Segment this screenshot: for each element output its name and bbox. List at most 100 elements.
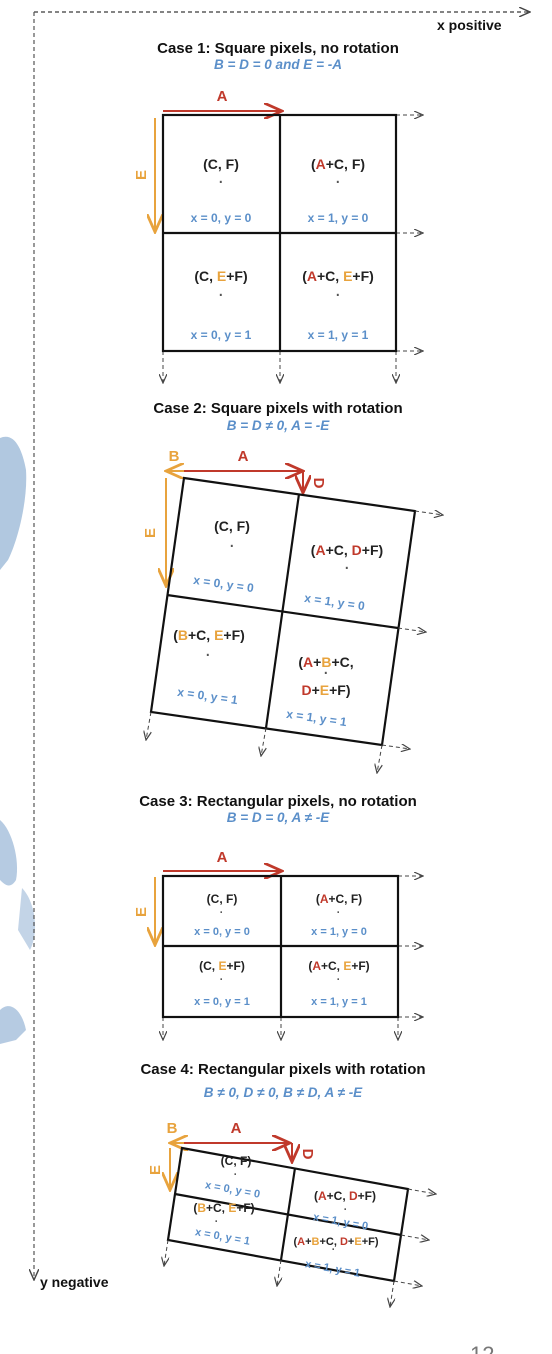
cell-coord: (A+C, E+F)	[302, 268, 374, 284]
coord-segment: E	[343, 959, 351, 973]
cell-coord: (C, F)	[203, 156, 239, 172]
case-1-title: Case 1: Square pixels, no rotation	[157, 40, 399, 57]
row-boundary-arrow	[393, 1281, 422, 1286]
cell-index: x = 0, y = 0	[204, 1179, 261, 1200]
cell-coord: (A+C, D+F)	[314, 1189, 376, 1203]
label-e: E	[142, 528, 159, 538]
coord-segment: E	[217, 268, 226, 284]
case-4: Case 4: Rectangular pixels with rotation…	[140, 1061, 436, 1307]
column-boundary-arrow	[390, 1280, 394, 1307]
cell-index: x = 0, y = 1	[194, 1226, 251, 1247]
cell-index: x = 0, y = 1	[177, 685, 239, 707]
pixel-center-dot: .	[219, 900, 223, 917]
case-4-condition: B ≠ 0, D ≠ 0, B ≠ D, A ≠ -E	[204, 1085, 363, 1100]
cell-coord: (B+C, E+F)	[173, 627, 245, 643]
cell-coord: (A+C, F)	[316, 892, 362, 906]
label-e: E	[133, 170, 150, 180]
coord-segment: +C,	[317, 268, 343, 284]
coord-segment: +	[312, 682, 320, 698]
coord-segment: (C, F)	[221, 1154, 252, 1168]
cell-coord: (A+C, F)	[311, 156, 365, 172]
coord-segment: E	[320, 682, 329, 698]
coord-segment: +F)	[329, 682, 350, 698]
label-d: D	[299, 1149, 316, 1160]
coord-segment: B	[312, 1236, 320, 1248]
cell-coord: (C, F)	[207, 892, 238, 906]
coord-segment: (C, F)	[207, 892, 238, 906]
coord-segment: (	[173, 627, 178, 643]
cell-index: x = 1, y = 1	[311, 996, 367, 1008]
label-a: A	[217, 849, 228, 866]
cell-index: x = 0, y = 0	[194, 926, 250, 938]
pixel-center-dot: .	[219, 967, 223, 984]
coord-segment: (	[316, 892, 320, 906]
coord-segment: (	[311, 156, 316, 172]
coord-segment: +C,	[326, 542, 352, 558]
cell-index: x = 1, y = 0	[312, 1211, 369, 1232]
case-2-condition: B = D ≠ 0, A = -E	[227, 418, 330, 433]
coord-segment: (	[293, 1236, 297, 1248]
column-boundary-arrow	[261, 727, 266, 756]
cell-coord: (C, F)	[214, 518, 250, 534]
cell-coord: (A+C, D+F)	[311, 542, 383, 558]
cell-coord: (C, E+F)	[194, 268, 247, 284]
cell-coord: (C, E+F)	[199, 959, 245, 973]
coord-segment: (	[298, 654, 303, 670]
coord-segment: B	[178, 627, 188, 643]
coord-segment: A	[297, 1236, 305, 1248]
x-axis-label: x positive	[437, 17, 502, 33]
coord-segment: E	[214, 627, 223, 643]
pixel-center-dot: .	[205, 639, 211, 661]
coord-segment: +C,	[321, 959, 343, 973]
label-e: E	[147, 1165, 164, 1175]
case-4-title: Case 4: Rectangular pixels with rotation	[140, 1061, 425, 1078]
cell-coord: (A+C, E+F)	[308, 959, 369, 973]
coord-segment: +C,	[327, 1189, 349, 1203]
coord-segment: +F)	[223, 627, 244, 643]
case-3: Case 3: Rectangular pixels, no rotation …	[133, 793, 423, 1040]
coord-segment: A	[320, 892, 329, 906]
case-1: Case 1: Square pixels, no rotation B = D…	[133, 40, 423, 383]
label-a: A	[231, 1120, 242, 1137]
coord-segment: D	[352, 542, 362, 558]
coord-segment: A	[307, 268, 317, 284]
coord-segment: (	[314, 1189, 318, 1203]
label-e: E	[133, 907, 150, 917]
coord-segment: (	[193, 1201, 197, 1215]
label-a: A	[217, 88, 228, 105]
case-3-condition: B = D = 0, A ≠ -E	[227, 810, 330, 825]
pixel-grid-lines	[166, 493, 399, 729]
pixel-grid-lines	[174, 1167, 402, 1261]
row-boundary-arrow	[397, 628, 426, 632]
cell-coord: (A+B+C,	[298, 654, 353, 670]
cell-index: x = 1, y = 0	[308, 211, 369, 225]
coord-segment: +C,	[319, 1236, 339, 1248]
coord-segment: B	[321, 654, 331, 670]
coord-segment: B	[197, 1201, 206, 1215]
coord-segment: +F)	[351, 959, 369, 973]
pixel-center-dot: .	[229, 530, 235, 552]
background-map-fragment	[0, 436, 36, 1044]
coord-segment: +F)	[227, 959, 245, 973]
pixel-center-dot: .	[218, 279, 224, 301]
coord-segment: (C, F)	[214, 518, 250, 534]
pixel-center-dot: .	[343, 1197, 347, 1214]
label-b: B	[167, 1120, 178, 1137]
column-boundary-arrow	[146, 711, 151, 740]
label-a: A	[238, 448, 249, 465]
pixel-grid-lines	[163, 876, 398, 1017]
row-boundary-arrow	[381, 745, 410, 749]
coord-segment: D	[349, 1189, 358, 1203]
case-2-title: Case 2: Square pixels with rotation	[153, 400, 402, 417]
coord-segment: A	[316, 156, 326, 172]
cell-coord-line-2: D+E+F)	[301, 682, 350, 698]
label-d: D	[310, 478, 327, 489]
coord-segment: E	[218, 959, 226, 973]
coord-segment: +F)	[362, 1236, 379, 1248]
coord-segment: E	[228, 1201, 236, 1215]
coord-segment: +F)	[358, 1189, 376, 1203]
cell-index: x = 0, y = 1	[191, 328, 252, 342]
cell-index: x = 1, y = 1	[308, 328, 369, 342]
coord-segment: (C,	[194, 268, 217, 284]
